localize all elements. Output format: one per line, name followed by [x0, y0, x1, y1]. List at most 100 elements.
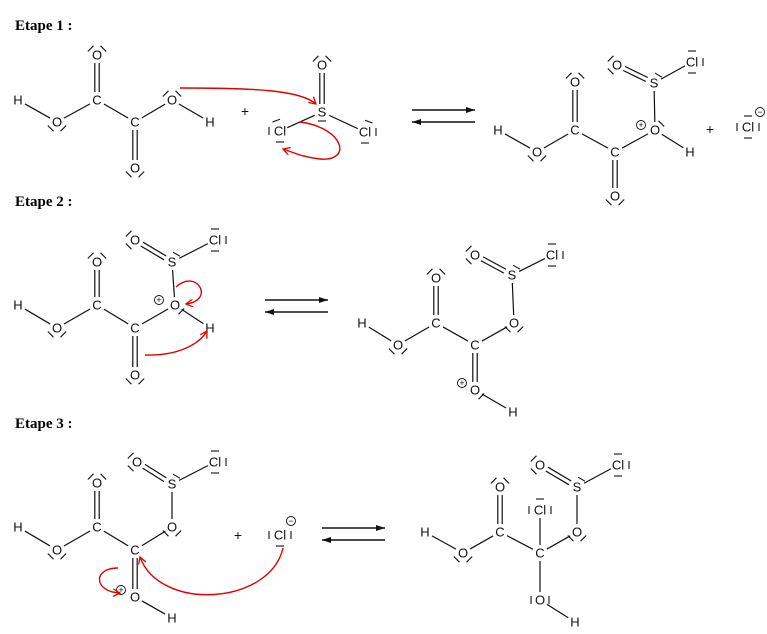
single-bond — [583, 468, 612, 484]
single-bond — [141, 103, 166, 119]
lone-pair — [60, 331, 67, 338]
chlorine-atom: Cl — [742, 120, 754, 135]
double-bond — [622, 69, 647, 83]
oxygen-atom: O — [532, 145, 542, 160]
lone-pair — [527, 155, 534, 162]
single-bond — [506, 535, 534, 550]
double-bond — [624, 65, 649, 79]
single-bond — [661, 133, 684, 149]
chloride-ion: Cl− — [268, 516, 296, 547]
double-bond — [482, 256, 507, 270]
positive-charge-icon — [457, 378, 467, 388]
carbon-atom: C — [535, 546, 544, 561]
chlorine-atom: Cl — [546, 248, 558, 263]
lone-pair — [127, 452, 134, 459]
chlorine-atom: Cl — [274, 528, 286, 543]
hydrogen-atom: H — [420, 525, 429, 540]
single-bond — [63, 530, 91, 547]
lone-pair — [127, 465, 134, 472]
oxygen-atom: O — [650, 123, 660, 138]
lone-pair — [172, 473, 181, 479]
sulfur-atom: S — [573, 480, 582, 495]
carbon-atom: C — [470, 338, 479, 353]
carbon-atom: C — [92, 93, 101, 108]
single-bond — [621, 133, 649, 149]
chlorine-atom: Cl — [612, 458, 624, 473]
lone-pair — [517, 326, 524, 333]
carbon-atom: C — [130, 543, 139, 558]
single-bond — [141, 308, 169, 325]
hydrogen-atom: H — [493, 123, 502, 138]
single-bond — [24, 308, 51, 325]
lone-pair — [125, 243, 132, 250]
carbon-atom: C — [92, 520, 101, 535]
lone-pair — [401, 348, 408, 355]
single-bond — [543, 133, 569, 149]
lone-pair — [654, 72, 663, 78]
oxygen-atom: O — [130, 590, 140, 605]
plus-sign: + — [706, 121, 714, 137]
lone-pair — [580, 535, 587, 542]
single-bond — [653, 90, 656, 123]
lone-pair — [540, 155, 547, 162]
lone-pair — [439, 268, 446, 275]
single-bond — [178, 243, 209, 259]
single-bond — [24, 103, 51, 119]
hydrogen-atom: H — [508, 405, 517, 420]
positive-charge-icon — [636, 120, 646, 130]
positive-charge-sign: + — [459, 378, 464, 388]
single-bond — [181, 308, 204, 325]
oxygen-atom: O — [92, 255, 102, 270]
chlorine-atom: Cl — [209, 455, 221, 470]
chlorine-atom: Cl — [209, 233, 221, 248]
oxygen-atom: O — [167, 520, 177, 535]
carbon-atom: C — [130, 321, 139, 336]
lone-pair — [453, 556, 460, 563]
oxygen-atom: O — [130, 368, 140, 383]
chlorine-atom: Cl — [534, 503, 546, 518]
plus-sign: + — [241, 103, 249, 119]
sulfur-atom: S — [168, 255, 177, 270]
positive-charge-icon — [154, 295, 164, 305]
oxygen-atom: O — [170, 298, 180, 313]
lone-pair — [47, 553, 54, 560]
step-2-title: Etape 2 : — [15, 194, 73, 210]
lone-pair — [87, 473, 94, 480]
lone-pair — [87, 252, 94, 259]
lone-pair — [530, 468, 537, 475]
carbon-atom: C — [431, 316, 440, 331]
lone-pair — [100, 252, 107, 259]
lone-pair — [658, 120, 665, 127]
electron-arrow — [175, 280, 202, 304]
lone-pair — [138, 378, 145, 385]
hydrogen-atom: H — [570, 615, 579, 630]
lone-pair — [607, 55, 614, 62]
lone-pair — [178, 308, 185, 315]
sulfur-atom: S — [168, 477, 177, 492]
lone-pair — [125, 171, 132, 178]
lone-pair — [490, 477, 497, 484]
sulfur-atom: S — [318, 105, 327, 120]
single-bond — [103, 530, 129, 547]
lone-pair — [47, 331, 54, 338]
lone-pair — [388, 348, 395, 355]
single-bond — [481, 393, 507, 409]
oxygen-atom: O — [52, 321, 62, 336]
lone-pair — [465, 258, 472, 265]
lone-pair — [618, 199, 625, 206]
lone-pair — [578, 72, 585, 79]
hydrogen-atom: H — [205, 321, 214, 336]
carbon-atom: C — [495, 525, 504, 540]
lone-pair — [100, 45, 107, 52]
lone-pair — [577, 476, 586, 482]
single-bond — [660, 65, 686, 80]
carbon-atom: C — [610, 145, 619, 160]
electron-arrow — [283, 121, 341, 160]
step-1-title: Etape 1 : — [15, 18, 73, 34]
single-bond — [63, 103, 91, 119]
single-bond — [178, 103, 204, 119]
